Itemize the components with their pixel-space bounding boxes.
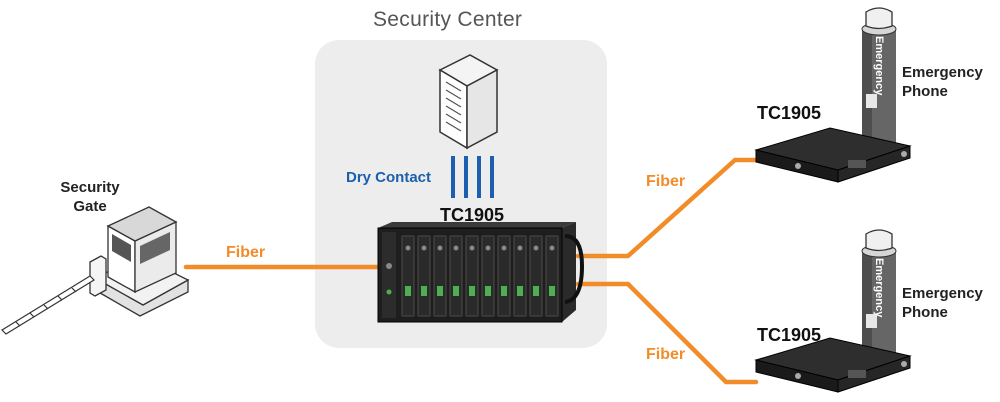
server-rack-icon bbox=[438, 54, 499, 150]
security-gate-label: Security Gate bbox=[50, 178, 130, 216]
dry-contact-lines bbox=[451, 156, 494, 198]
emergency-phone-label-top-line1: Emergency bbox=[902, 64, 983, 81]
remote-converter-icon-top bbox=[754, 127, 912, 183]
chassis-card-led bbox=[405, 286, 411, 296]
chassis-card-led bbox=[453, 286, 459, 296]
emergency-phone-label-top-line2: Phone bbox=[902, 83, 948, 100]
chassis-card-screw bbox=[453, 245, 459, 251]
fiber-line-top-right bbox=[575, 157, 763, 259]
center-model-label: TC1905 bbox=[440, 205, 505, 225]
pole-text-bottom: Emergency bbox=[873, 258, 885, 318]
emergency-phone-icon-top: Emergency bbox=[861, 7, 897, 144]
chassis-card-led bbox=[437, 286, 443, 296]
remote-top-model-label: TC1905 bbox=[757, 103, 822, 123]
fiber-line-bottom-right bbox=[575, 281, 759, 385]
fiber-label-left: Fiber bbox=[226, 244, 266, 261]
pole-text-top: Emergency bbox=[873, 36, 885, 96]
chassis-card-screw bbox=[517, 245, 523, 251]
chassis-card-screw bbox=[549, 245, 555, 251]
remote-converter-icon-bottom bbox=[754, 337, 912, 393]
chassis-card-screw bbox=[437, 245, 443, 251]
fiber-label-bottom-right: Fiber bbox=[646, 346, 686, 363]
security-gate-label-line1: Security bbox=[60, 179, 120, 196]
chassis-slots bbox=[401, 235, 559, 317]
emergency-phone-label-bottom: Emergency Phone bbox=[902, 284, 983, 322]
fiber-label-top-right: Fiber bbox=[646, 173, 686, 190]
chassis-card-screw bbox=[405, 245, 411, 251]
emergency-phone-label-bottom-line2: Phone bbox=[902, 304, 948, 321]
chassis-card-led bbox=[469, 286, 475, 296]
chassis-card-led bbox=[421, 286, 427, 296]
chassis-card-screw bbox=[485, 245, 491, 251]
security-center-title: Security Center bbox=[373, 8, 523, 31]
emergency-phone-icon-bottom: Emergency bbox=[861, 229, 897, 366]
remote-bottom-model-label: TC1905 bbox=[757, 325, 822, 345]
chassis-card-screw bbox=[501, 245, 507, 251]
chassis-card-led bbox=[485, 286, 491, 296]
chassis-card-screw bbox=[421, 245, 427, 251]
chassis-card-screw bbox=[469, 245, 475, 251]
chassis-card-led bbox=[549, 286, 555, 296]
emergency-phone-label-top: Emergency Phone bbox=[902, 63, 983, 101]
emergency-phone-label-bottom-line1: Emergency bbox=[902, 285, 983, 302]
chassis-card-led bbox=[501, 286, 507, 296]
dry-contact-label: Dry Contact bbox=[346, 169, 432, 186]
chassis-card-led bbox=[517, 286, 523, 296]
security-gate-label-line2: Gate bbox=[73, 198, 107, 215]
chassis-card-screw bbox=[533, 245, 539, 251]
chassis-card-led bbox=[533, 286, 539, 296]
security-gate-icon bbox=[1, 206, 190, 335]
fiber-lines bbox=[183, 157, 763, 385]
